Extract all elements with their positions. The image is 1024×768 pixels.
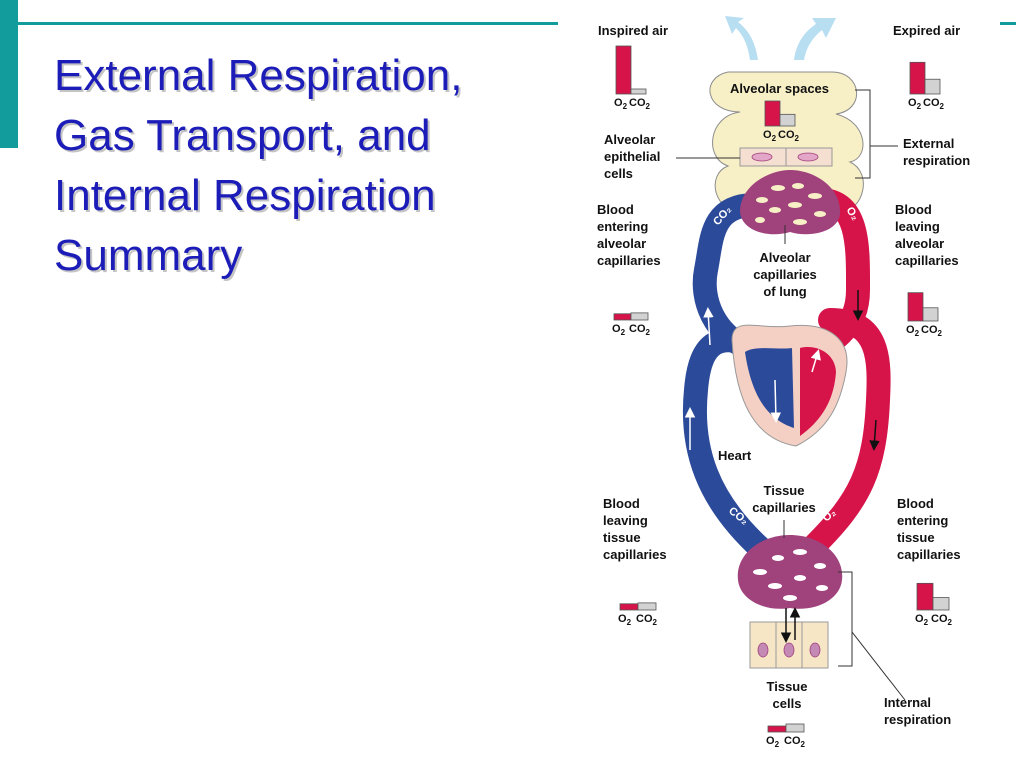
co2-label: CO2: [921, 324, 943, 338]
o2-label: O2: [766, 735, 780, 749]
accent-bar: [0, 0, 18, 148]
co2-level-bar: [924, 78, 941, 95]
label-alv-cap-line-2: capillaries: [753, 267, 817, 282]
label-internal-resp-line-2: respiration: [884, 712, 951, 727]
o2-label: O2: [618, 613, 632, 627]
label-blood-leaving-alv-2: leaving: [895, 219, 940, 234]
label-blood-leaving-alv-1: Blood: [895, 202, 932, 217]
alveolus: [709, 71, 864, 215]
slide-title-line-3: Internal Respiration: [54, 171, 436, 220]
co2-label: CO2: [636, 613, 658, 627]
label-blood-leaving-alv-3: alveolar: [895, 236, 944, 251]
co2-level-bar: [637, 602, 657, 611]
o2-level-bar: [764, 100, 781, 127]
label-alv-cap-line-3: of lung: [763, 284, 806, 299]
label-epithelial-line-1: Alveolar: [604, 132, 655, 147]
slide-title-line-1: External Respiration,: [54, 51, 463, 100]
label-blood-entering-tis-3: tissue: [897, 530, 935, 545]
label-blood-leaving-alv-4: capillaries: [895, 253, 959, 268]
co2-level-bar: [932, 597, 950, 611]
label-tissue-cells-line-1: Tissue: [767, 679, 808, 694]
label-blood-entering-tis-2: entering: [897, 513, 948, 528]
o2-label: O2: [906, 324, 920, 338]
o2-label: O2: [915, 613, 929, 627]
leader-lines: [676, 89, 906, 701]
o2-label: O2: [614, 97, 628, 111]
label-tissue-cap-line-1: Tissue: [764, 483, 805, 498]
co2-label: CO2: [931, 613, 953, 627]
o2-level-bar: [615, 45, 632, 95]
label-blood-entering-alv-3: alveolar: [597, 236, 646, 251]
label-blood-leaving-tis-2: leaving: [603, 513, 648, 528]
label-internal-resp-line-1: Internal: [884, 695, 931, 710]
label-inspired-air: Inspired air: [598, 23, 668, 38]
gas-indicator-tissue-cells: O2 CO2: [766, 723, 806, 749]
label-expired-air: Expired air: [893, 23, 960, 38]
label-blood-leaving-tis-4: capillaries: [603, 547, 667, 562]
heart: [731, 324, 848, 447]
o2-level-bar: [613, 313, 632, 321]
label-external-resp-line-1: External: [903, 136, 954, 151]
label-external-resp-line-2: respiration: [903, 153, 970, 168]
top-rule-right: [1000, 22, 1016, 25]
label-blood-entering-alv-4: capillaries: [597, 253, 661, 268]
label-blood-entering-alv-2: entering: [597, 219, 648, 234]
label-heart: Heart: [718, 448, 752, 463]
o2-level-bar: [909, 61, 926, 95]
diagram-labels: Inspired air Expired air Alveolar spaces…: [597, 23, 970, 727]
tissue-capillary-network: [737, 535, 843, 609]
o2-level-bar: [767, 725, 787, 733]
label-tissue-cells-line-2: cells: [773, 696, 802, 711]
co2-label: CO2: [923, 97, 945, 111]
label-blood-leaving-tis-3: tissue: [603, 530, 641, 545]
top-rule: [18, 22, 558, 25]
aorta-vessel: [803, 308, 891, 557]
label-alv-cap-line-1: Alveolar: [759, 250, 810, 265]
co2-label: CO2: [784, 735, 806, 749]
co2-level-bar: [785, 723, 805, 733]
alveolar-capillary-network: [740, 170, 841, 235]
slide-title-line-4: Summary: [54, 231, 243, 280]
label-alveolar-spaces: Alveolar spaces: [730, 81, 829, 96]
o2-label: O2: [908, 97, 922, 111]
co2-label: CO2: [778, 129, 800, 143]
co2-level-bar: [779, 113, 796, 127]
gas-indicator-blood-leaving-tissue: O2 CO2: [618, 602, 658, 627]
co2-level-bar: [922, 307, 939, 322]
label-tissue-cap-line-2: capillaries: [752, 500, 816, 515]
o2-level-bar: [916, 582, 934, 611]
co2-label: CO2: [629, 323, 651, 337]
air-flow-arrows: [725, 16, 836, 60]
label-epithelial-line-3: cells: [604, 166, 633, 181]
co2-level-bar: [630, 88, 647, 95]
o2-level-bar: [907, 292, 924, 322]
label-blood-entering-tis-4: capillaries: [897, 547, 961, 562]
label-blood-leaving-tis-1: Blood: [603, 496, 640, 511]
o2-level-bar: [619, 603, 639, 611]
tissue-cells: [749, 607, 829, 669]
slide-title-line-2: Gas Transport, and: [54, 111, 431, 160]
label-blood-entering-tis-1: Blood: [897, 496, 934, 511]
vena-cava-vessel: [682, 328, 772, 560]
alveolar-epithelial-cells: [739, 147, 833, 167]
co2-label: CO2: [629, 97, 651, 111]
co2-level-bar: [630, 312, 649, 321]
label-blood-entering-alv-1: Blood: [597, 202, 634, 217]
o2-label: O2: [612, 323, 626, 337]
label-epithelial-line-2: epithelial: [604, 149, 660, 164]
slide-title: External Respiration, Gas Transport, and…: [54, 46, 554, 286]
